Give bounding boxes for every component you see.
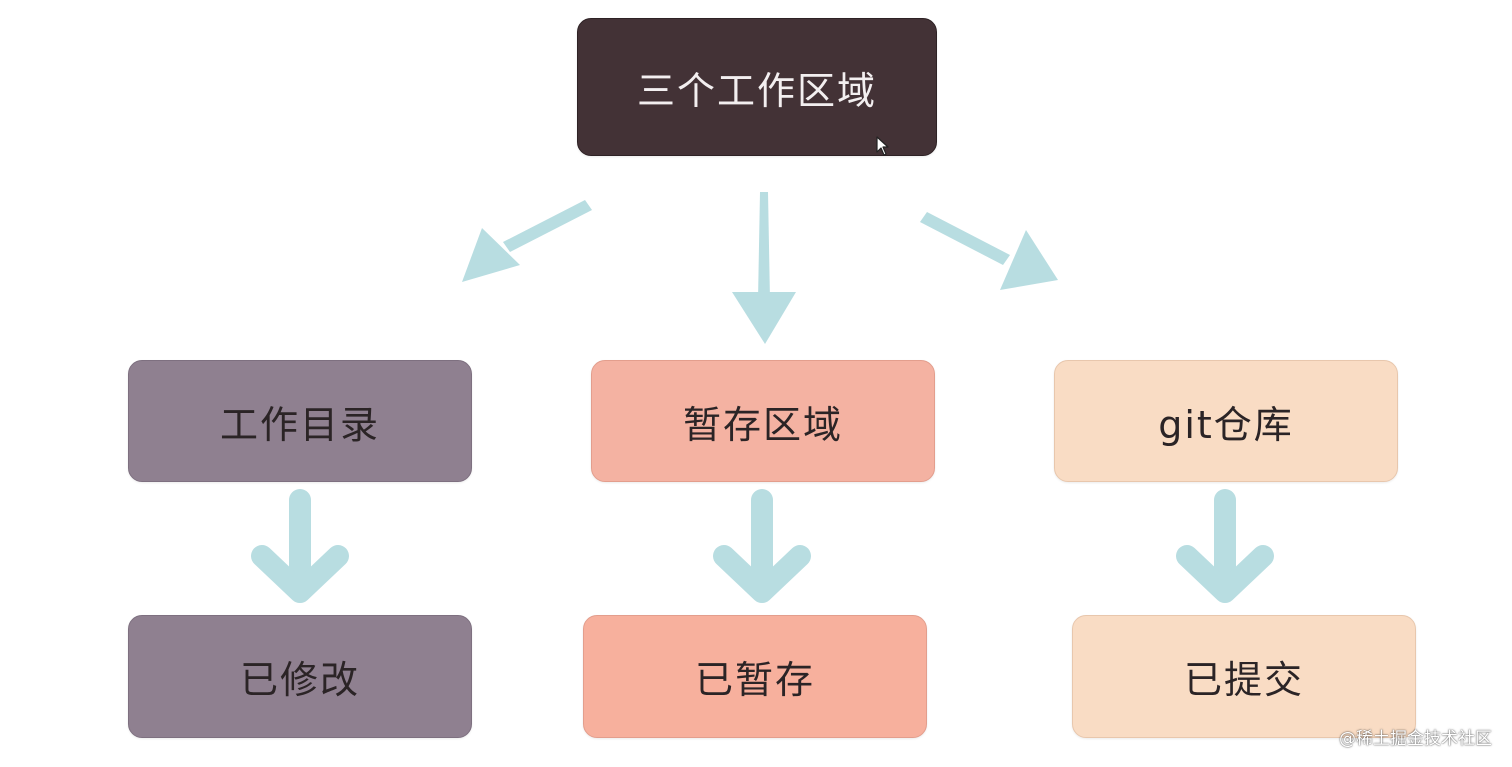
root-node-label: 三个工作区域 xyxy=(636,68,877,113)
node-state-committed: 已提交 xyxy=(1072,615,1416,738)
node-state-modified-label: 已修改 xyxy=(239,658,360,702)
arrow-workdir-to-modified xyxy=(251,489,349,603)
node-staging-area-label: 暂存区域 xyxy=(682,402,843,447)
node-state-staged-label: 已暂存 xyxy=(694,658,815,702)
node-state-committed-label: 已提交 xyxy=(1183,658,1304,702)
mouse-cursor-icon xyxy=(876,136,889,156)
arrow-root-to-workdir xyxy=(462,200,592,282)
node-state-modified: 已修改 xyxy=(128,615,472,738)
node-git-repository: git仓库 xyxy=(1054,360,1398,482)
node-git-repository-label: git仓库 xyxy=(1158,402,1294,447)
root-node: 三个工作区域 xyxy=(577,18,937,156)
arrow-root-to-repo xyxy=(920,212,1058,290)
watermark: @稀土掘金技术社区 xyxy=(1339,729,1492,749)
node-state-staged: 已暂存 xyxy=(583,615,927,738)
node-working-directory: 工作目录 xyxy=(128,360,472,482)
arrow-repo-to-committed xyxy=(1176,489,1274,603)
arrow-stage-to-staged xyxy=(713,489,811,603)
node-working-directory-label: 工作目录 xyxy=(219,402,380,447)
node-staging-area: 暂存区域 xyxy=(591,360,935,482)
arrow-root-to-stage xyxy=(732,192,796,344)
